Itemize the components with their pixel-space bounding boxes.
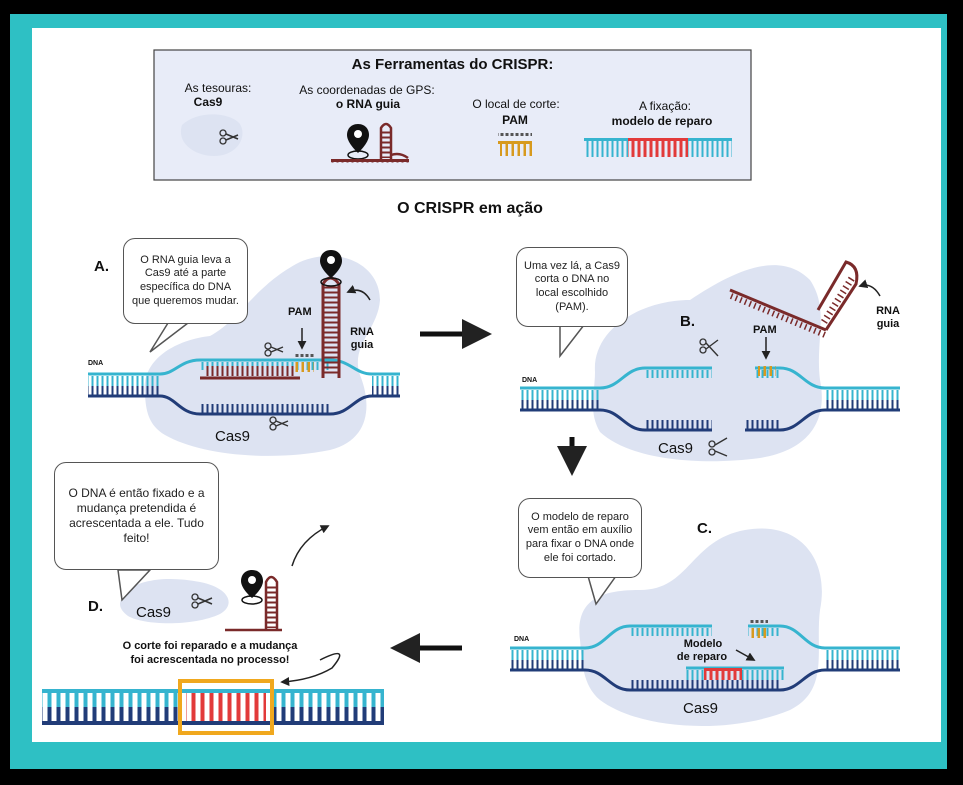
panel-b-diagram	[520, 260, 900, 462]
panel-d-letter: D.	[88, 598, 103, 615]
panel-c-dna-label: DNA	[514, 636, 530, 643]
panel-b-pam-label: PAM	[753, 324, 777, 336]
panel-c-cas9-label: Cas9	[683, 700, 719, 717]
panel-b-bubble: Uma vez lá, a Cas9 corta o DNA no local …	[516, 247, 628, 327]
panel-b-rna-label: RNA	[876, 305, 900, 317]
legend-gps-label: As coordenadas de GPS:	[299, 83, 435, 97]
panel-a-dna-label: DNA	[88, 360, 104, 367]
panel-c-bubble: O modelo de reparo vem então em auxílio …	[518, 498, 642, 578]
legend-gps-name: o RNA guia	[335, 97, 401, 111]
scissors-b-top-icon	[699, 338, 719, 357]
main-title: O CRISPR em ação	[397, 200, 543, 217]
repair-template-legend-icon	[584, 138, 732, 157]
panel-d-bubble: O DNA é então fixado e a mudança pretend…	[54, 462, 219, 570]
panel-a-rna-label: RNA	[350, 326, 374, 338]
panel-d-cas9-label: Cas9	[136, 604, 172, 621]
panel-b-guia-label: guia	[876, 318, 900, 330]
scissors-a-bottom-icon	[269, 416, 289, 431]
panel-c-reparo-label: de reparo	[676, 651, 728, 663]
legend-fix-label: A fixação:	[638, 99, 692, 113]
scissors-b-bottom-icon	[708, 437, 728, 457]
legend-scissors-name: Cas9	[193, 95, 223, 109]
legend-cut-site-label: O local de corte:	[472, 97, 560, 111]
panel-a-pam-label: PAM	[288, 306, 312, 318]
panel-a-letter: A.	[94, 258, 109, 275]
legend-fix-name: modelo de reparo	[611, 114, 713, 128]
panel-c-modelo-label: Modelo	[683, 638, 723, 650]
scissors-d-icon	[191, 593, 213, 609]
panel-d-result-line2: foi acrescentada no processo!	[130, 654, 290, 666]
legend-box	[153, 49, 752, 181]
panel-c-letter: C.	[697, 520, 712, 537]
legend-cut-site-name: PAM	[502, 113, 528, 127]
panel-b-cas9-label: Cas9	[658, 440, 694, 457]
panel-b-dna-label: DNA	[522, 377, 538, 384]
panel-d-result-line1: O corte foi reparado e a mudança	[122, 640, 298, 652]
legend-scissors-label: As tesouras:	[184, 81, 252, 95]
panel-c-diagram	[510, 528, 900, 727]
panel-a-diagram	[88, 250, 400, 456]
panel-a-guia-label: guia	[350, 339, 374, 351]
pam-legend-icon	[498, 133, 532, 156]
scissors-a-top-icon	[264, 342, 284, 357]
panel-a-bubble: O RNA guia leva a Cas9 até a parte espec…	[123, 238, 248, 324]
scissors-legend-icon	[180, 114, 243, 156]
legend-title: As Ferramentas do CRISPR:	[351, 56, 554, 73]
panel-d-diagram	[42, 525, 384, 735]
panel-a-cas9-label: Cas9	[215, 428, 251, 445]
gps-rna-legend-icon	[331, 122, 409, 163]
panel-b-letter: B.	[680, 313, 695, 330]
